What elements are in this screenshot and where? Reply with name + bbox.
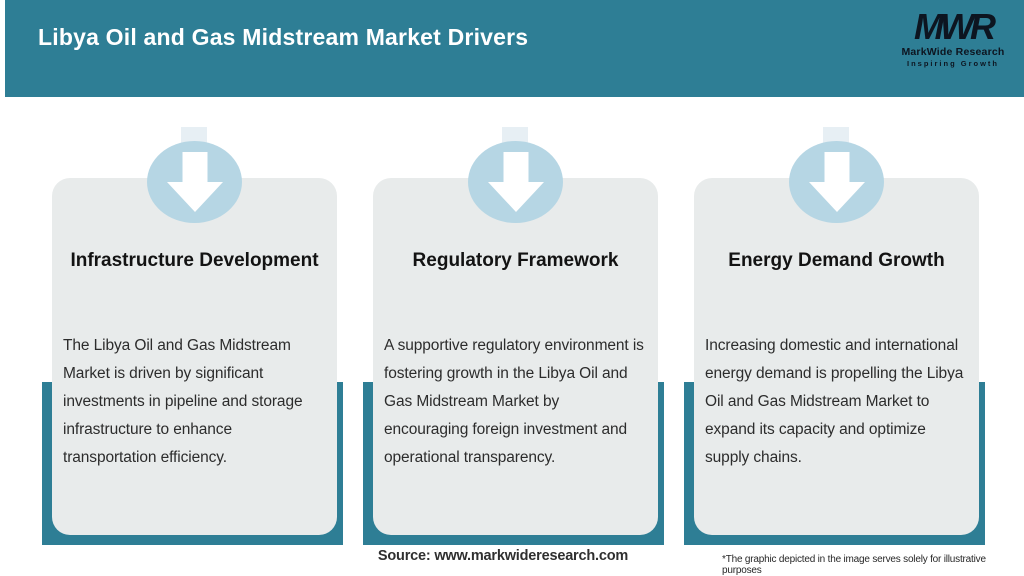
header: Libya Oil and Gas Midstream Market Drive… — [5, 0, 1024, 97]
disclaimer-note: *The graphic depicted in the image serve… — [722, 554, 986, 576]
arrow-tail-stub — [181, 127, 207, 145]
logo-acronym: MWR — [914, 6, 996, 47]
card-body: Increasing domestic and international en… — [705, 337, 964, 466]
icon-circle — [468, 141, 563, 223]
driver-card-energy-demand: Energy Demand Growth Increasing domestic… — [694, 178, 979, 535]
card-body: The Libya Oil and Gas Midstream Market i… — [63, 337, 303, 466]
driver-card-regulatory: Regulatory Framework A supportive regula… — [373, 178, 658, 535]
card-title: Energy Demand Growth — [728, 250, 945, 271]
source-attribution: Source: www.markwideresearch.com — [377, 548, 629, 564]
arrow-down-icon — [808, 152, 865, 212]
arrow-down-icon — [487, 152, 544, 212]
arrow-tail-stub — [823, 127, 849, 145]
card-title: Infrastructure Development — [70, 250, 319, 271]
logo-tagline: Inspiring Growth — [907, 58, 999, 68]
arrow-tail-stub — [502, 127, 528, 145]
driver-card-infrastructure: Infrastructure Development The Libya Oil… — [52, 178, 337, 535]
card-title: Regulatory Framework — [412, 250, 619, 271]
markwide-research-logo: MWR MarkWide Research Inspiring Growth — [898, 9, 1008, 67]
arrow-down-icon — [166, 152, 223, 212]
logo-name: MarkWide Research — [901, 46, 1005, 58]
icon-circle — [147, 141, 242, 223]
icon-circle — [789, 141, 884, 223]
card-body: A supportive regulatory environment is f… — [384, 337, 644, 466]
page-title: Libya Oil and Gas Midstream Market Drive… — [38, 24, 529, 50]
